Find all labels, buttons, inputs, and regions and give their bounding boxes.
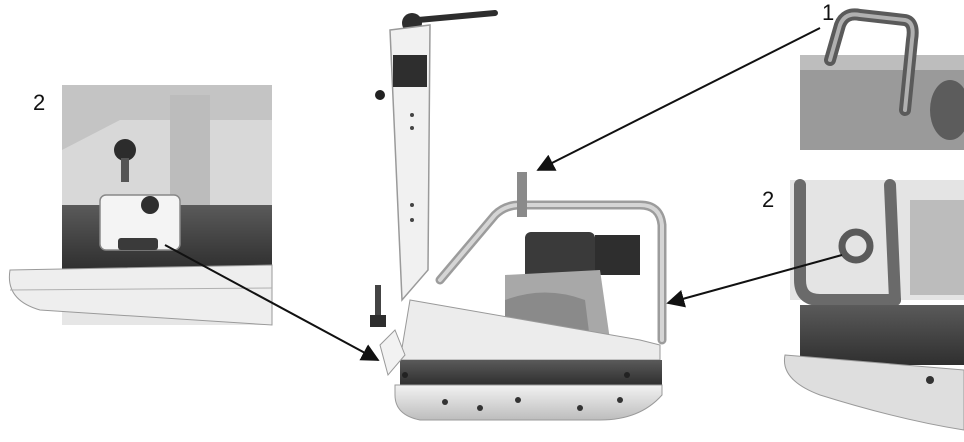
plate-compactor (370, 10, 667, 421)
arrow-left-detail (164, 244, 380, 361)
right-bottom-detail (783, 179, 964, 431)
right-top-detail (800, 8, 964, 150)
arrow-lifting-bar (536, 27, 821, 171)
callout-number-bottom-right: 2 (762, 187, 775, 212)
arrow-lift-eye (666, 254, 843, 308)
left-detail-view (8, 85, 273, 326)
callout-number-left: 2 (33, 90, 46, 115)
callout-arrows (164, 27, 843, 361)
callout-number-top-right: 1 (822, 0, 835, 25)
